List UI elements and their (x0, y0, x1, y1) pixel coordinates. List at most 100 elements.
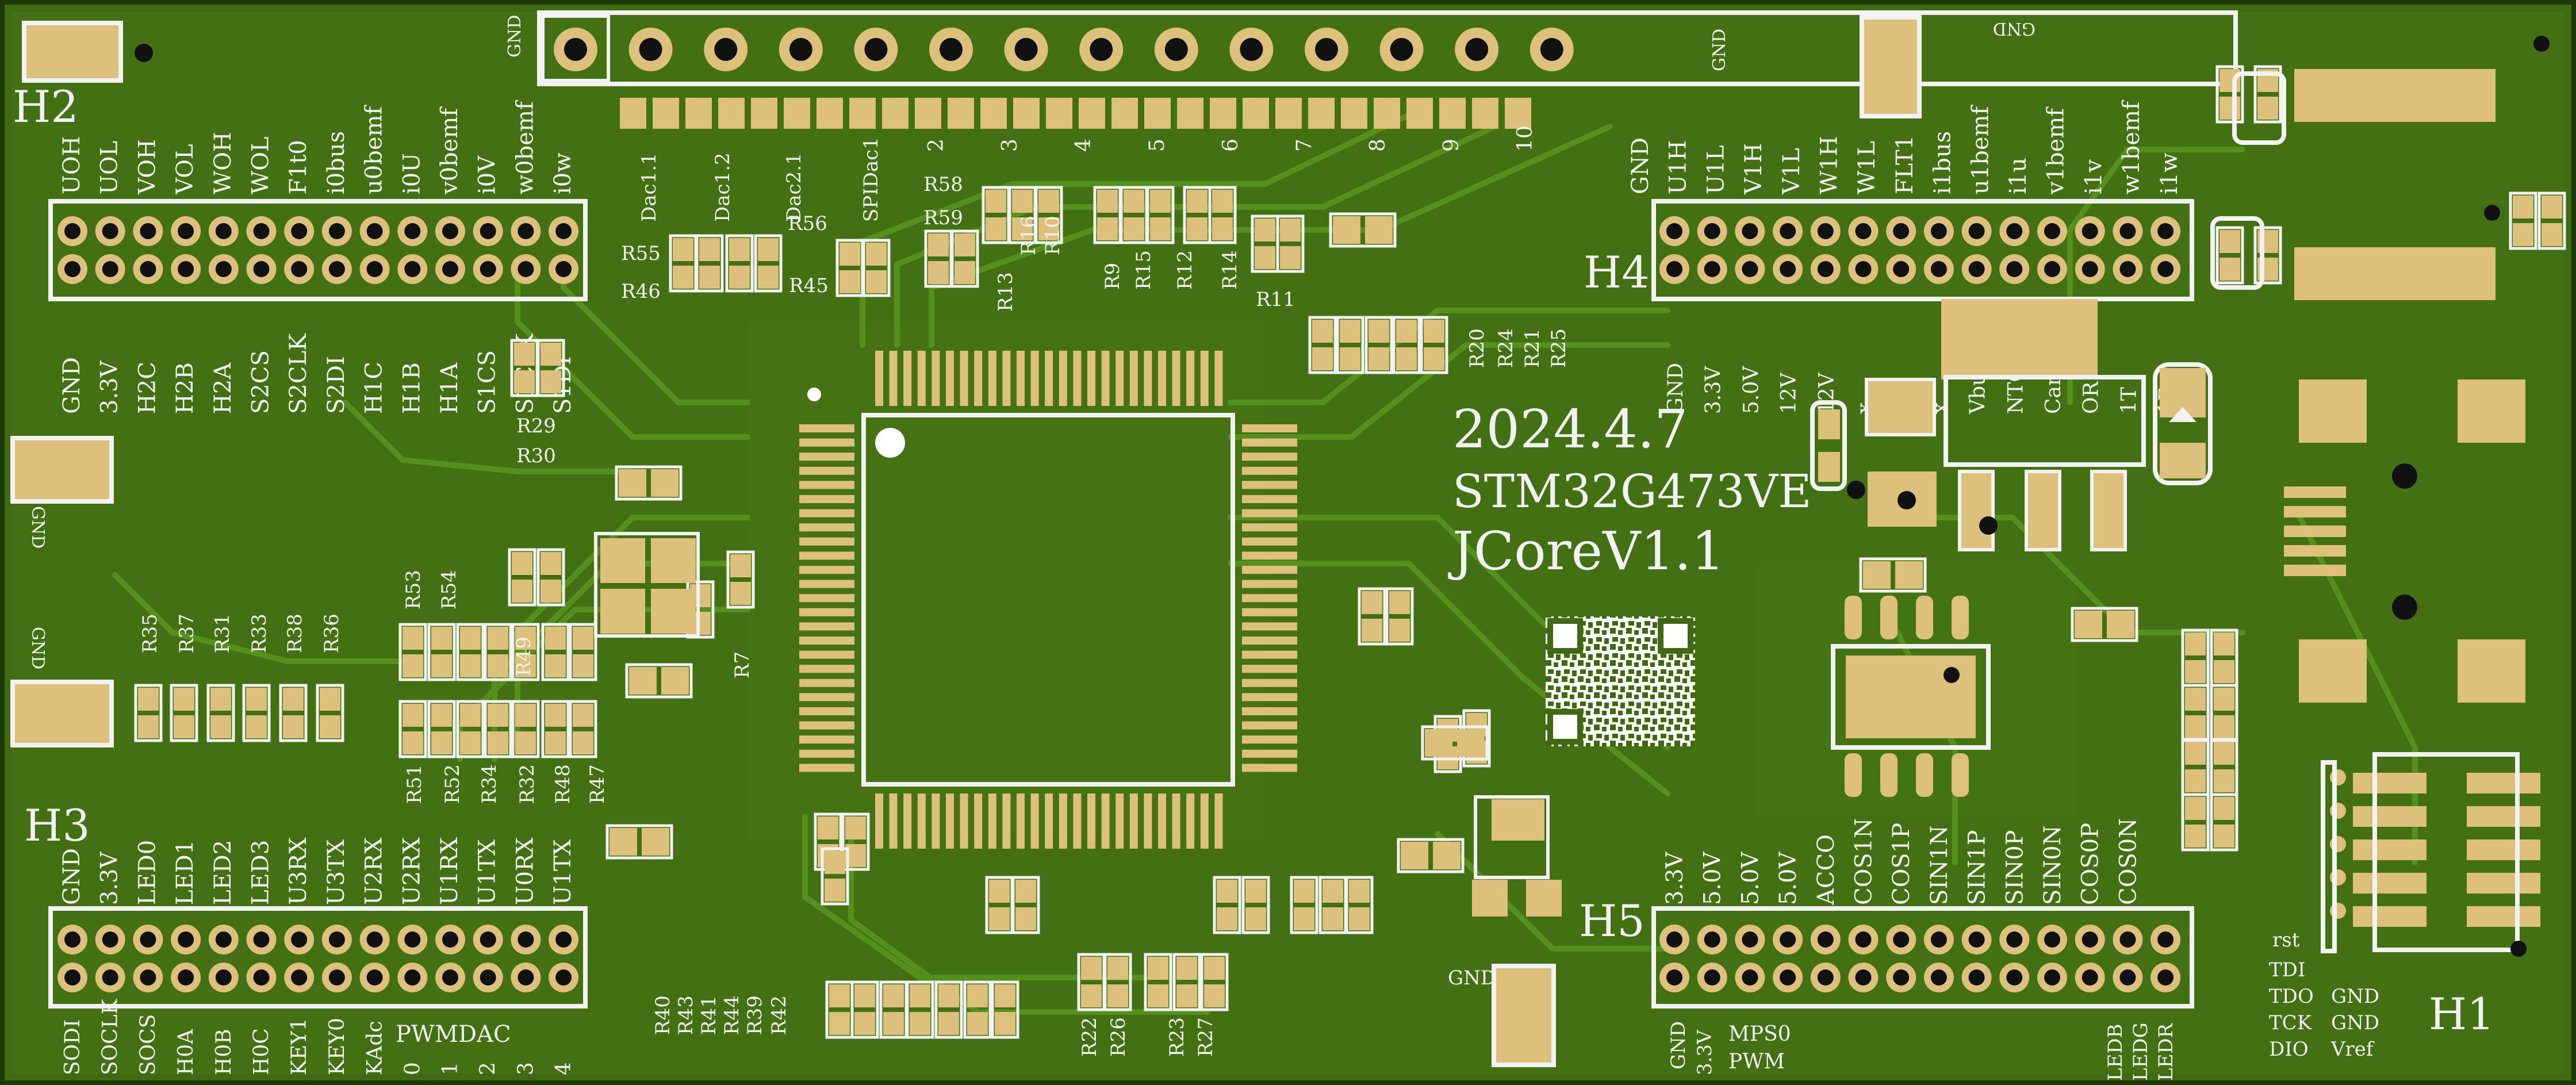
passive (1364, 316, 1393, 374)
jtag-label-right: GND (2331, 985, 2379, 1008)
h3-bottom-pin-label: 0 (401, 1062, 424, 1075)
passive (825, 980, 854, 1039)
top-pin-number: 10 (1513, 125, 1537, 152)
h4-top-pin-label: V1L (1778, 148, 1805, 195)
resistor-label-r51: R51 (403, 764, 426, 804)
top-header-gnd-label: GND (505, 15, 525, 57)
gnd-label-bottom: GND (1448, 967, 1496, 990)
h3-bottom-pin-label: H0C (250, 1028, 274, 1075)
passive (2537, 191, 2566, 250)
top-pin-number: 8 (1366, 139, 1390, 152)
passive (456, 623, 485, 681)
passive (1077, 953, 1106, 1011)
passive (1146, 186, 1175, 244)
passive (982, 186, 1010, 244)
h5-header (1651, 906, 2194, 1009)
h3-top-pin-label: GND (59, 848, 85, 905)
passive (2215, 226, 2244, 285)
power-section (1810, 36, 2550, 957)
test-pad (882, 98, 908, 129)
passive (456, 700, 485, 758)
resistor-label-r56: R56 (788, 212, 827, 235)
passive (1213, 876, 1241, 934)
passive (1200, 953, 1229, 1011)
test-pad (1308, 98, 1335, 129)
h3-label: H3 (24, 800, 90, 851)
passive (206, 684, 235, 742)
h5-top-pin-label: SIN0P (2002, 830, 2028, 905)
passive (850, 980, 879, 1039)
h2-top-pin-label: u0bemf (361, 105, 388, 194)
h4-bottom-pin-label: GND (1664, 363, 1688, 414)
top-pin-number: 3 (998, 139, 1022, 152)
h5-mps0-label: MPS0 (1728, 1022, 1791, 1046)
passive (1420, 316, 1448, 374)
resistor-label-r52: R52 (441, 764, 464, 804)
passive (991, 980, 1019, 1039)
passive (1208, 186, 1237, 244)
passive (510, 339, 539, 397)
test-pad (1210, 98, 1236, 129)
top-pin-number: 4 (1072, 139, 1095, 152)
h2-top-pin-label: i0bus (323, 131, 350, 194)
resistor-label-r43: R43 (674, 995, 697, 1035)
test-pad (718, 98, 745, 129)
passive (511, 623, 540, 681)
resistor-label-r59: R59 (923, 206, 963, 229)
passive (1011, 876, 1040, 934)
resistor-label-r35: R35 (139, 614, 162, 653)
h2-bottom-pin-label: H1B (398, 362, 425, 414)
passive (963, 980, 992, 1039)
resistor-label-r21: R21 (1521, 328, 1544, 368)
h3-top-pin-label: U1TX (550, 839, 576, 905)
resistor-label-r32: R32 (516, 764, 539, 804)
resistor-label-r13: R13 (994, 272, 1017, 312)
test-pad (1439, 98, 1466, 129)
h4-bottom-pin-label: OR (2080, 381, 2103, 414)
h2-bottom-pin-label: H1A (436, 362, 463, 414)
resistor-label-r27: R27 (1194, 1017, 1217, 1057)
test-pad (653, 98, 679, 129)
h5-top-pin-label: 5.0V (1737, 851, 1764, 905)
h2-top-pin-label: v0bemf (436, 106, 463, 195)
passive (1276, 214, 1305, 273)
h4-top-pin-label: W1L (1854, 141, 1880, 194)
resistor-label-r22: R22 (1078, 1017, 1101, 1057)
test-pad (1243, 98, 1269, 129)
board-mcu-name: STM32G473VE (1452, 465, 1812, 518)
resistor-label-r36: R36 (320, 614, 343, 653)
passive (1859, 557, 1927, 593)
test-pad (948, 98, 974, 129)
passive (1397, 838, 1465, 873)
passive (541, 623, 570, 681)
test-pad (915, 98, 941, 129)
passive (695, 234, 724, 293)
passive (605, 824, 673, 860)
h3-bottom-pin-label: H0B (212, 1029, 236, 1075)
resistor-label-r15: R15 (1132, 250, 1155, 290)
test-pad (1111, 98, 1138, 129)
h5-top-pin-label: 5.0V (1775, 851, 1801, 905)
resistor-label-r25: R25 (1547, 328, 1570, 368)
h2-top-pin-label: VOL (172, 144, 198, 195)
h4-top-pin-label: U1H (1665, 140, 1692, 194)
resistor-label-r45: R45 (789, 274, 829, 297)
h3-top-pin-label: U2RX (398, 837, 425, 905)
h5-top-pin-label: SIN1N (1926, 825, 1953, 905)
h4-top-pin-label: i1w (2156, 153, 2183, 194)
h4-top-pin-label: i1bus (1930, 131, 1956, 194)
h4-bottom-pin-label: 3.3V (1702, 366, 1726, 414)
h2-bottom-pin-label: 3.3V (97, 360, 123, 414)
passive (1251, 214, 1279, 273)
h3-bottom-pin-label: 4 (552, 1062, 576, 1075)
h5-label: H5 (1579, 895, 1645, 946)
gnd-label-top: GND (1993, 18, 2035, 39)
passive (1345, 876, 1374, 934)
h2-bottom-pin-label: S2DI (323, 356, 350, 414)
passive (1103, 953, 1132, 1011)
resistor-label-r40: R40 (651, 995, 674, 1035)
h3-bottom-pin-label: H0A (174, 1029, 198, 1075)
top-test-pads (620, 98, 1531, 129)
passive (569, 700, 597, 758)
test-pad (1046, 98, 1072, 129)
